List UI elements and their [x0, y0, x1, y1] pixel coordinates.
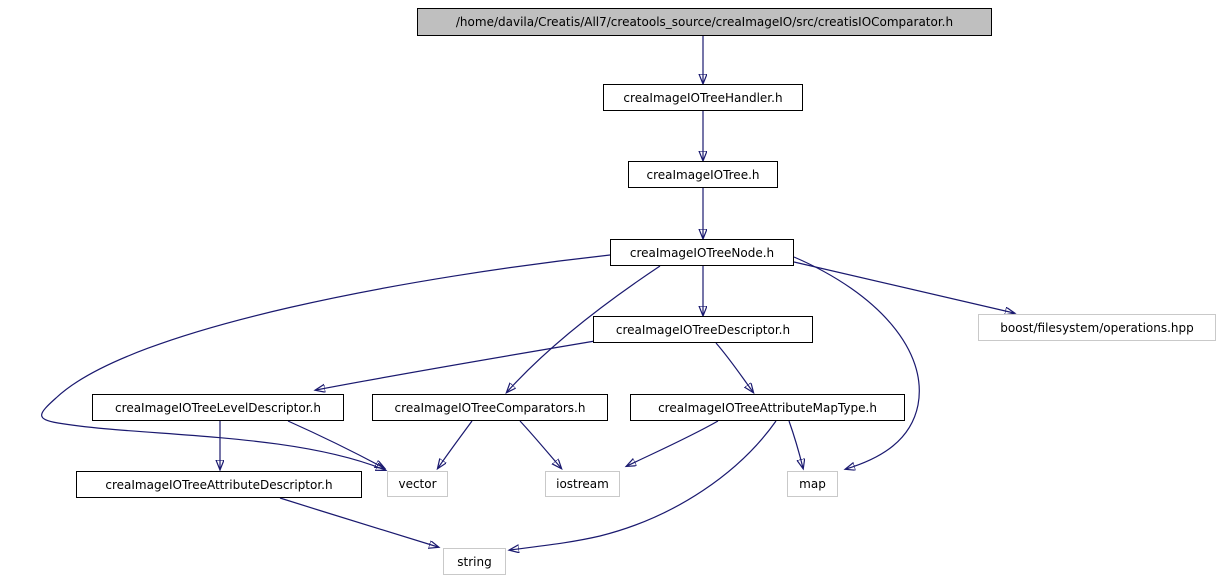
- graph-node-leveldesc[interactable]: creaImageIOTreeLevelDescriptor.h: [92, 394, 344, 421]
- edge-descriptor-to-leveldesc: [316, 340, 596, 390]
- edge-comparators-to-vector: [438, 420, 473, 468]
- graph-node-attrmaptype[interactable]: creaImageIOTreeAttributeMapType.h: [630, 394, 905, 421]
- graph-node-boost: boost/filesystem/operations.hpp: [978, 314, 1216, 341]
- edge-node-to-boost: [793, 261, 1014, 313]
- edge-attrdesc-to-string: [279, 497, 438, 547]
- graph-node-tree[interactable]: creaImageIOTree.h: [628, 161, 778, 188]
- graph-node-map: map: [787, 471, 838, 497]
- edge-comparators-to-iostream: [519, 420, 561, 468]
- graph-node-node[interactable]: creaImageIOTreeNode.h: [610, 239, 794, 266]
- graph-node-iostream: iostream: [545, 471, 620, 497]
- graph-node-vector: vector: [387, 471, 448, 497]
- graph-node-root: /home/davila/Creatis/All7/creatools_sour…: [417, 8, 992, 36]
- edge-node-to-comparators: [507, 265, 661, 392]
- edge-attrmaptype-to-iostream: [627, 420, 719, 466]
- edge-node-to-map: [793, 256, 920, 469]
- edge-attrmaptype-to-string: [510, 420, 777, 550]
- graph-node-handler[interactable]: creaImageIOTreeHandler.h: [603, 84, 803, 111]
- graph-node-descriptor[interactable]: creaImageIOTreeDescriptor.h: [593, 316, 813, 343]
- graph-node-string: string: [443, 548, 506, 575]
- graph-node-comparators[interactable]: creaImageIOTreeComparators.h: [372, 394, 608, 421]
- edge-attrmaptype-to-map: [788, 420, 803, 468]
- edge-descriptor-to-attrmaptype: [715, 342, 753, 392]
- edge-leveldesc-to-vector: [287, 420, 384, 468]
- graph-node-attrdesc[interactable]: creaImageIOTreeAttributeDescriptor.h: [76, 471, 362, 498]
- edge-node-to-vector: [41, 254, 611, 470]
